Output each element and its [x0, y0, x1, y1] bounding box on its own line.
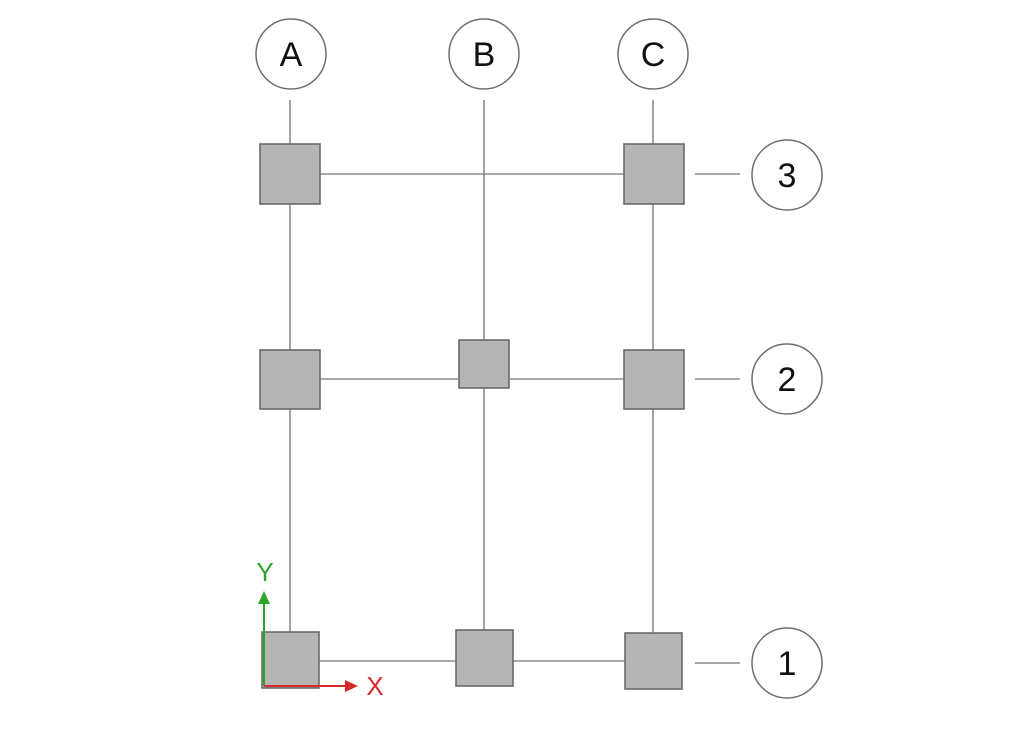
row-bubble-1: 1: [751, 627, 823, 699]
y-axis-label: Y: [256, 557, 273, 587]
column-label-C: C: [641, 36, 666, 74]
column-bubble-C: C: [617, 18, 689, 90]
row-bubble-2: 2: [751, 343, 823, 415]
row-label-2: 2: [778, 361, 797, 399]
column-node-C1: [624, 632, 683, 690]
x-axis-label: X: [366, 671, 383, 701]
column-label-B: B: [473, 36, 496, 74]
x-axis-arrowhead: [345, 680, 358, 692]
row-bubble-3: 3: [751, 139, 823, 211]
axis-indicator: Y X: [256, 557, 383, 701]
y-axis-arrowhead: [258, 591, 270, 604]
column-node-A1: [261, 631, 320, 689]
column-bubble-A: A: [255, 18, 327, 90]
row-label-3: 3: [778, 157, 797, 195]
column-node-C2: [623, 349, 685, 410]
column-bubble-B: B: [448, 18, 520, 90]
column-node-B1: [455, 629, 514, 687]
column-node-A2: [259, 349, 321, 410]
column-node-B2: [458, 339, 510, 389]
column-node-A3: [259, 143, 321, 205]
row-label-1: 1: [778, 645, 797, 683]
column-label-A: A: [280, 36, 303, 74]
column-node-C3: [623, 143, 685, 205]
